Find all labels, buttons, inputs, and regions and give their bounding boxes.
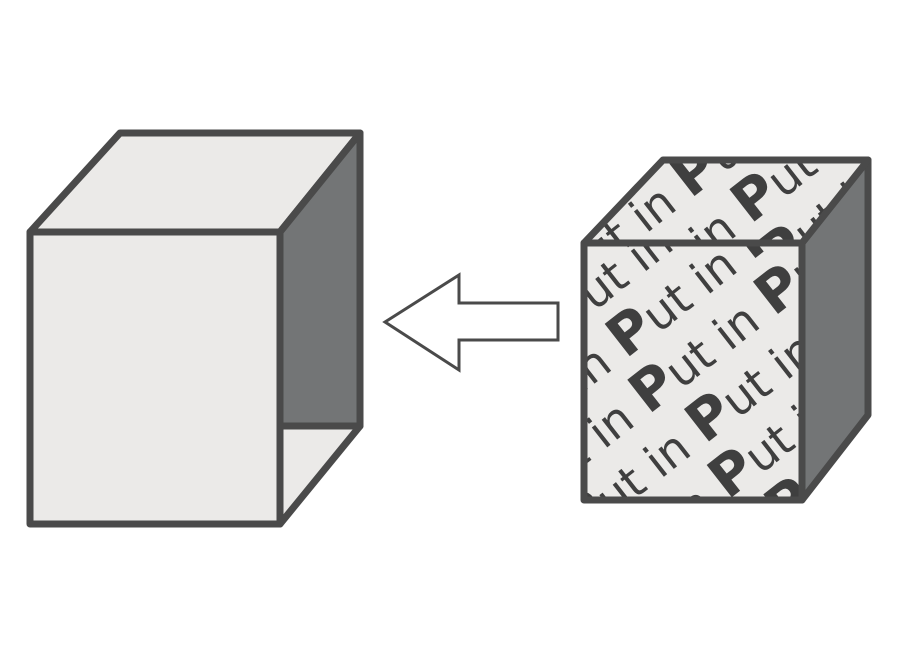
cube-front-face <box>584 243 802 500</box>
left-arrow-icon <box>382 272 560 373</box>
cube-front-outline <box>580 239 806 504</box>
open-box-front-face <box>26 228 284 528</box>
open-box-icon <box>26 129 364 528</box>
cube-top-face <box>584 160 868 243</box>
open-box-floor <box>276 422 364 528</box>
